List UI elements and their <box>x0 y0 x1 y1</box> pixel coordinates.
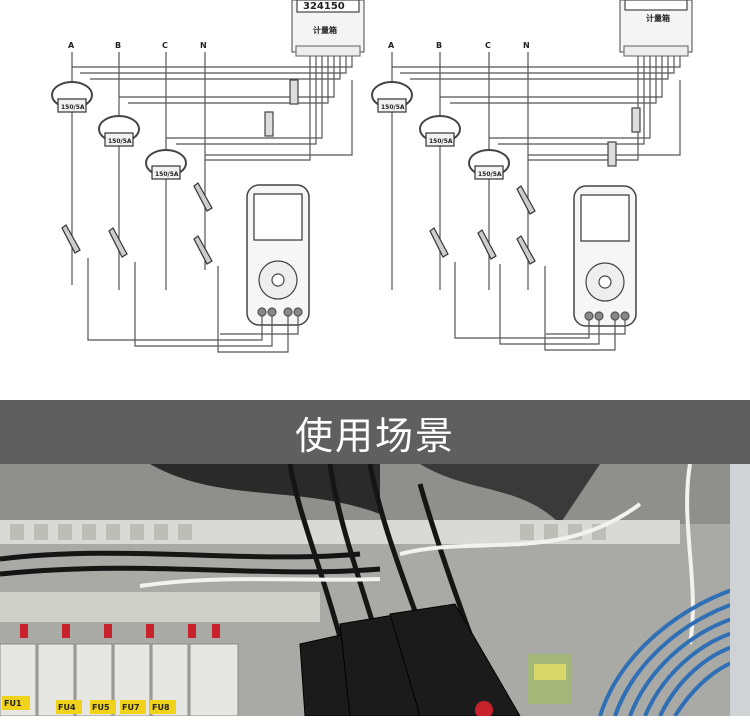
ct-label-c-right: 150/5A <box>478 171 502 178</box>
ct-clamp-a-right <box>371 81 413 113</box>
fuse-label-fu1: FU1 <box>4 699 22 708</box>
section-banner: 使用场景 <box>0 400 750 464</box>
phase-label-c-right: C <box>485 41 491 50</box>
ct-clamp-b-left <box>98 115 140 147</box>
ct-clamp-a-left <box>51 81 93 113</box>
ct-label-b-right: 150/5A <box>429 138 453 145</box>
ct-label-b-left: 150/5A <box>108 138 132 145</box>
phase-label-n-left: N <box>200 41 207 50</box>
usage-scene-photo: FU1 FU4 FU5 FU7 FU8 <box>0 463 750 719</box>
ct-clamp-c-right <box>468 149 510 180</box>
ct-label-c-left: 150/5A <box>155 171 179 178</box>
phase-label-c-left: C <box>162 41 168 50</box>
meter-box-right <box>619 0 693 57</box>
banner-title: 使用场景 <box>294 413 455 458</box>
fuse-label-fu4: FU4 <box>58 703 76 712</box>
phase-label-a-right: A <box>388 41 395 50</box>
meter-label-left: 计量箱 <box>313 25 337 35</box>
phase-label-a-left: A <box>68 41 75 50</box>
phase-label-b-left: B <box>115 41 121 50</box>
ct-clamp-b-right <box>419 115 461 147</box>
phase-label-n-right: N <box>523 41 530 50</box>
wiring-diagram-svg: 324150 计量箱 A B C N 150/5A 150/5A 150/5A … <box>51 0 693 353</box>
ct-label-a-left: 150/5A <box>61 104 85 111</box>
ct-label-a-right: 150/5A <box>381 104 405 111</box>
phase-label-b-right: B <box>436 41 442 50</box>
ct-clamp-c-left <box>145 149 187 180</box>
analyzer-device-left <box>246 184 310 326</box>
analyzer-device-right <box>573 185 637 327</box>
meter-box-left <box>291 0 365 57</box>
meter-number-left: 324150 <box>303 1 345 12</box>
fuse-label-fu8: FU8 <box>152 703 170 712</box>
fuse-label-fu7: FU7 <box>122 703 140 712</box>
wiring-diagrams: 324150 计量箱 A B C N 150/5A 150/5A 150/5A … <box>51 0 693 353</box>
usage-scene-svg: FU1 FU4 FU5 FU7 FU8 <box>0 463 750 719</box>
fuse-label-fu5: FU5 <box>92 703 110 712</box>
meter-label-right: 计量箱 <box>646 13 670 23</box>
